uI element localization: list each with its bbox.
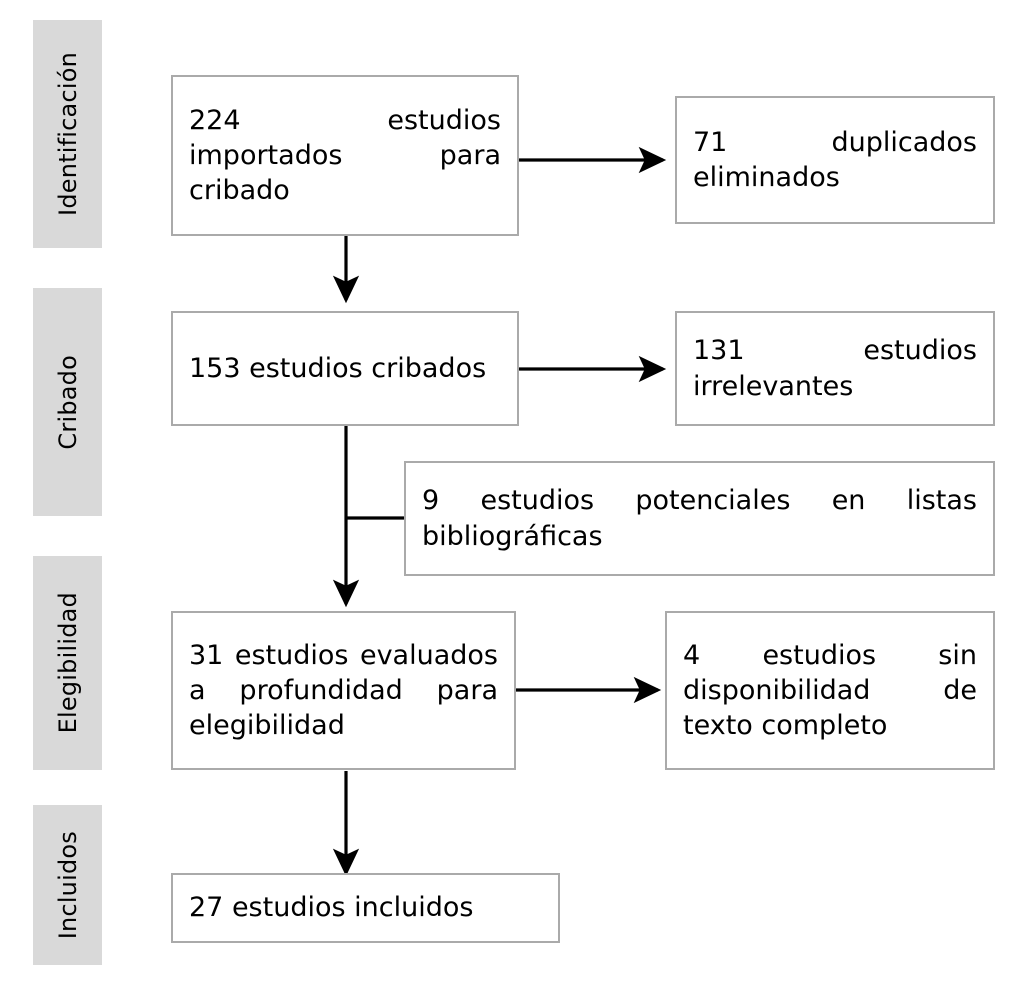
node-no-full-text: 4 estudios sin disponibilidad de texto c…: [665, 611, 995, 770]
node-duplicates-removed-text: 71 duplicados eliminados: [693, 126, 977, 193]
node-duplicates-removed: 71 duplicados eliminados: [675, 96, 995, 224]
stage-label-elegibilidad: Elegibilidad: [33, 556, 102, 770]
stage-label-cribado: Cribado: [33, 288, 102, 516]
node-imported-text: 224 estudios importados para cribado: [189, 104, 501, 207]
node-included-text: 27 estudios incluidos: [189, 892, 474, 924]
stage-label-identificacion-text: Identificación: [53, 52, 82, 216]
node-included: 27 estudios incluidos: [171, 873, 560, 943]
stage-label-incluidos-text: Incluidos: [53, 830, 82, 940]
node-irrelevant-text: 131 estudios irrelevantes: [693, 335, 977, 402]
node-screened: 153 estudios cribados: [171, 311, 519, 426]
stage-label-elegibilidad-text: Elegibilidad: [53, 592, 82, 734]
node-reference-lists-text: 9 estudios potenciales en listas bibliog…: [422, 485, 977, 552]
stage-label-incluidos: Incluidos: [33, 805, 102, 965]
stage-label-identificacion: Identificación: [33, 20, 102, 248]
node-reference-lists: 9 estudios potenciales en listas bibliog…: [404, 461, 995, 576]
node-assessed-text: 31 estudios evaluados a profundidad para…: [189, 639, 498, 742]
node-no-full-text-text: 4 estudios sin disponibilidad de texto c…: [683, 639, 977, 742]
node-assessed: 31 estudios evaluados a profundidad para…: [171, 611, 516, 770]
node-irrelevant: 131 estudios irrelevantes: [675, 311, 995, 426]
node-imported: 224 estudios importados para cribado: [171, 75, 519, 236]
node-screened-text: 153 estudios cribados: [189, 352, 487, 384]
stage-label-cribado-text: Cribado: [53, 354, 82, 450]
